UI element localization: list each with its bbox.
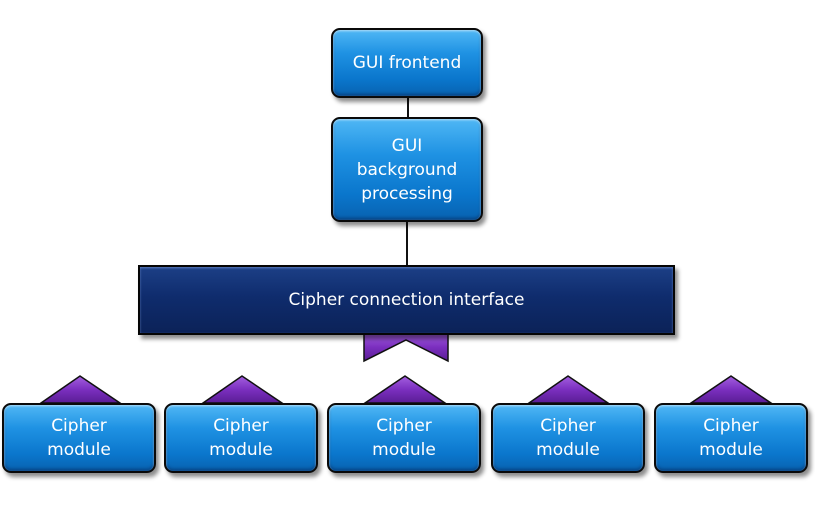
cipher-connection-interface-label: Cipher connection interface xyxy=(288,290,525,310)
cipher-connection-interface: Cipher connection interface xyxy=(138,265,675,335)
cipher-module-1-line-1: Cipher xyxy=(51,416,107,436)
cipher-module-2-line-1: Cipher xyxy=(213,416,269,436)
gui-background-box: GUI background processing xyxy=(331,117,483,222)
connector-frontend-background xyxy=(407,96,409,118)
module-connector-5 xyxy=(688,375,774,404)
connector-background-interface xyxy=(406,220,408,266)
module-connector-1 xyxy=(38,375,123,404)
cipher-module-1-line-2: module xyxy=(47,440,111,460)
interface-socket-connector xyxy=(363,332,449,363)
gui-frontend-box: GUI frontend xyxy=(331,28,483,98)
cipher-module-2: Cipher module xyxy=(164,403,318,473)
module-connector-4 xyxy=(526,375,611,404)
module-connector-2 xyxy=(200,375,285,404)
cipher-module-5-line-1: Cipher xyxy=(703,416,759,436)
gui-frontend-label: GUI frontend xyxy=(352,53,462,73)
cipher-module-5-line-2: module xyxy=(699,440,763,460)
cipher-module-5: Cipher module xyxy=(654,403,808,473)
cipher-module-4-line-1: Cipher xyxy=(540,416,596,436)
module-connector-3 xyxy=(362,375,448,404)
gui-background-line-3: processing xyxy=(361,183,453,204)
cipher-module-1: Cipher module xyxy=(2,403,156,473)
cipher-module-2-line-2: module xyxy=(209,440,273,460)
cipher-module-4: Cipher module xyxy=(491,403,645,473)
cipher-module-4-line-2: module xyxy=(536,440,600,460)
gui-background-line-2: background xyxy=(356,159,458,180)
gui-background-line-1: GUI xyxy=(391,135,423,156)
cipher-module-3: Cipher module xyxy=(327,403,481,473)
cipher-module-3-line-1: Cipher xyxy=(376,416,432,436)
cipher-module-3-line-2: module xyxy=(372,440,436,460)
